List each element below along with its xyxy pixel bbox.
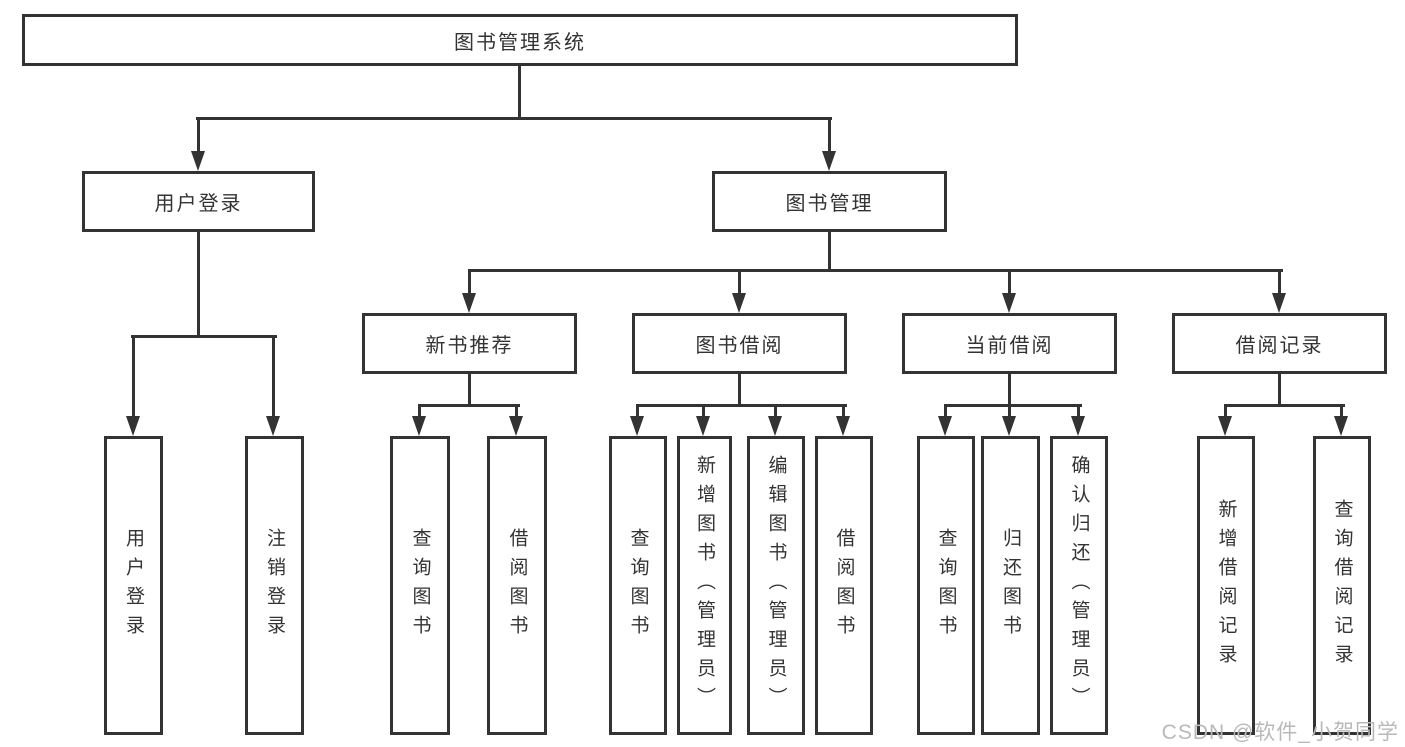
node-book-management: 图书管理 xyxy=(712,171,947,232)
leaf-query-book-3-label: 查询图书 xyxy=(935,527,957,644)
leaf-query-book-3: 查询图书 xyxy=(917,436,975,735)
leaf-query-book-1: 查询图书 xyxy=(390,436,450,735)
connector-line xyxy=(468,374,471,407)
connector-line xyxy=(1224,404,1227,418)
connector-line xyxy=(1278,269,1281,295)
leaf-logout-label: 注销登录 xyxy=(264,527,285,644)
connector-line xyxy=(702,404,705,418)
node-borrow-records-label: 借阅记录 xyxy=(1235,335,1324,357)
connector-line xyxy=(774,404,777,418)
connector-line xyxy=(515,404,518,418)
leaf-query-book-2-label: 查询图书 xyxy=(627,527,649,644)
leaf-return-book: 归还图书 xyxy=(981,436,1040,735)
arrow-down-icon xyxy=(836,416,850,436)
connector-line xyxy=(131,335,277,338)
arrow-down-icon xyxy=(191,151,205,171)
connector-line xyxy=(197,232,200,338)
connector-line xyxy=(196,117,832,120)
arrow-down-icon xyxy=(822,151,836,171)
node-borrow-records: 借阅记录 xyxy=(1172,313,1387,374)
watermark-text: CSDN @软件_小贺同学 xyxy=(1161,721,1399,744)
leaf-query-book-2: 查询图书 xyxy=(609,436,667,735)
leaf-edit-book-admin-label: 编辑图书（管理员） xyxy=(765,455,787,716)
connector-line xyxy=(518,66,521,119)
leaf-query-borrow-record: 查询借阅记录 xyxy=(1313,436,1371,735)
node-current-borrow-label: 当前借阅 xyxy=(965,335,1054,357)
connector-line xyxy=(418,404,421,418)
arrow-down-icon xyxy=(1071,416,1085,436)
arrow-down-icon xyxy=(1218,416,1232,436)
node-root-label: 图书管理系统 xyxy=(454,31,586,54)
arrow-down-icon xyxy=(1002,293,1016,313)
node-book-borrow-label: 图书借阅 xyxy=(695,335,784,357)
leaf-borrow-book-2-label: 借阅图书 xyxy=(833,527,855,644)
connector-line xyxy=(1077,404,1080,418)
arrow-down-icon xyxy=(412,416,426,436)
arrow-down-icon xyxy=(732,293,746,313)
connector-line xyxy=(738,269,741,295)
arrow-down-icon xyxy=(1334,416,1348,436)
arrow-down-icon xyxy=(696,416,710,436)
leaf-confirm-return-admin: 确认归还（管理员） xyxy=(1050,436,1108,735)
arrow-down-icon xyxy=(509,416,523,436)
connector-line xyxy=(197,117,200,153)
connector-line xyxy=(1008,269,1011,295)
connector-line xyxy=(944,404,947,418)
node-new-book-recommend-label: 新书推荐 xyxy=(425,335,514,357)
connector-line xyxy=(272,335,275,418)
leaf-logout: 注销登录 xyxy=(245,436,304,735)
connector-line xyxy=(1008,404,1011,418)
leaf-borrow-book-2: 借阅图书 xyxy=(815,436,873,735)
connector-line xyxy=(842,404,845,418)
leaf-edit-book-admin: 编辑图书（管理员） xyxy=(747,436,805,735)
node-user-login: 用户登录 xyxy=(82,171,315,232)
connector-line xyxy=(738,374,741,407)
node-root: 图书管理系统 xyxy=(22,14,1018,66)
connector-line xyxy=(132,335,135,418)
connector-line xyxy=(1008,374,1011,407)
connector-line xyxy=(1224,404,1345,407)
node-current-borrow: 当前借阅 xyxy=(902,313,1117,374)
leaf-return-book-label: 归还图书 xyxy=(1000,527,1021,644)
leaf-borrow-book-1-label: 借阅图书 xyxy=(506,527,528,644)
arrow-down-icon xyxy=(126,416,140,436)
node-book-borrow: 图书借阅 xyxy=(632,313,847,374)
connector-line xyxy=(828,232,831,272)
leaf-user-login: 用户登录 xyxy=(104,436,163,735)
arrow-down-icon xyxy=(462,293,476,313)
leaf-confirm-return-admin-label: 确认归还（管理员） xyxy=(1068,455,1090,716)
leaf-user-login-label: 用户登录 xyxy=(123,527,144,644)
connector-line xyxy=(944,404,1082,407)
node-new-book-recommend: 新书推荐 xyxy=(362,313,577,374)
leaf-add-borrow-record: 新增借阅记录 xyxy=(1197,436,1255,735)
connector-line xyxy=(468,269,1283,272)
connector-line xyxy=(1340,404,1343,418)
arrow-down-icon xyxy=(1002,416,1016,436)
node-user-login-label: 用户登录 xyxy=(154,193,243,215)
arrow-down-icon xyxy=(1272,293,1286,313)
connector-line xyxy=(468,269,471,295)
connector-line xyxy=(418,404,520,407)
connector-line xyxy=(636,404,639,418)
leaf-add-book-admin-label: 新增图书（管理员） xyxy=(694,455,715,716)
leaf-query-book-1-label: 查询图书 xyxy=(409,527,431,644)
leaf-add-book-admin: 新增图书（管理员） xyxy=(677,436,732,735)
leaf-add-borrow-record-label: 新增借阅记录 xyxy=(1215,498,1237,673)
node-book-management-label: 图书管理 xyxy=(785,193,874,215)
connector-line xyxy=(636,404,847,407)
arrow-down-icon xyxy=(768,416,782,436)
arrow-down-icon xyxy=(938,416,952,436)
arrow-down-icon xyxy=(630,416,644,436)
leaf-borrow-book-1: 借阅图书 xyxy=(487,436,547,735)
leaf-query-borrow-record-label: 查询借阅记录 xyxy=(1331,498,1353,673)
connector-line xyxy=(828,117,831,153)
arrow-down-icon xyxy=(266,416,280,436)
connector-line xyxy=(1278,374,1281,407)
